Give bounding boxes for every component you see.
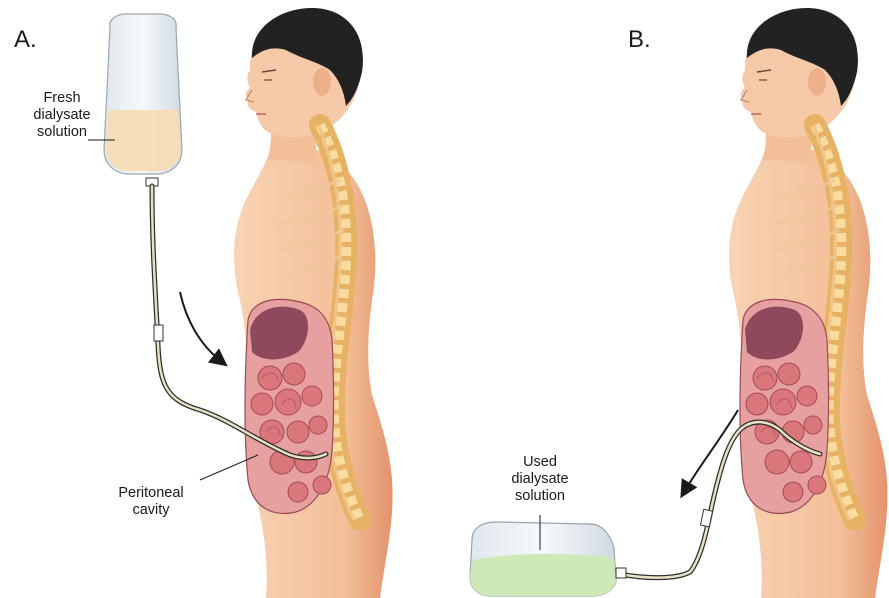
inflow-arrow [180,292,222,362]
fresh-dialysate-bag [104,14,182,186]
peritoneal-cavity-label: Peritoneal cavity [106,485,196,519]
used-dialysate-label: Used dialysate solution [500,454,580,505]
patient-figure-a [234,8,393,598]
used-dialysate-bag [470,522,626,596]
panel-b-label: B. [628,28,651,52]
panel-b [470,8,888,598]
panel-a-label: A. [14,28,37,52]
patient-figure-b [729,8,888,598]
fresh-dialysate-label: Fresh dialysate solution [22,90,102,141]
